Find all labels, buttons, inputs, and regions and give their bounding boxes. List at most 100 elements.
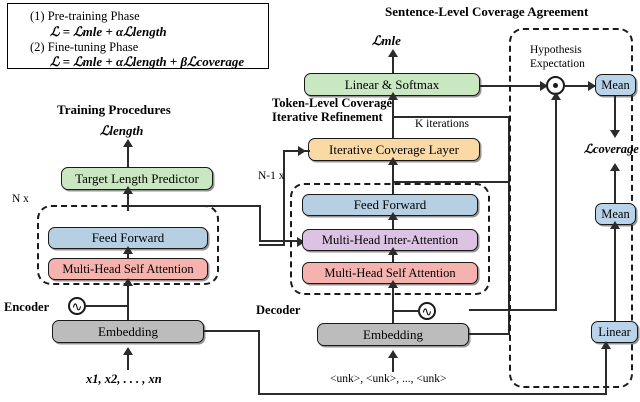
block-decoder-embedding[interactable]: Embedding [317,323,469,346]
block-encoder-self-attention[interactable]: Multi-Head Self Attention [48,258,208,280]
decoder-label: Decoder [256,303,301,317]
arrow-linear-meanbot-shaft [614,225,616,321]
arrow-dec-sa-inter-shaft [392,251,394,262]
loss-line-1: (1) Pre-training Phase [30,9,140,23]
title-sentence-level-coverage: Sentence-Level Coverage Agreement [385,4,589,19]
block-mean-top[interactable]: Mean [595,74,636,96]
block-label: Mean [601,206,630,221]
arrow-dec-inter-ff-head [388,212,398,220]
k-iter-bottom-h [392,181,510,183]
loss-definition-box: (1) Pre-training Phase ℒ = ℒmle + αℒleng… [7,3,269,69]
arrow-dec-emb-sa-head [388,280,398,288]
arrow-to-length-predictor-head [123,186,133,194]
title-token-level-line2: Iterative Refinement [272,110,383,124]
block-label: Multi-Head Self Attention [62,261,194,276]
arrow-enc-input-head [123,347,133,355]
block-label: Mean [601,77,630,92]
nminus1-loop-bottom-h [259,244,284,246]
arrow-dec-to-dot-head [551,92,561,100]
sine-wave-icon: ∿ [418,302,436,320]
arrow-enc-input-shaft [127,352,129,370]
enc-out-to-inter-h [259,240,299,242]
block-label: Target Length Predictor [75,170,199,186]
block-target-length-predictor[interactable]: Target Length Predictor [61,167,213,190]
block-linear-softmax[interactable]: Linear & Softmax [304,73,480,96]
arrow-enc-to-inter-head [297,237,305,247]
title-token-level-line1: Token-Level Coverage [272,96,393,110]
bottom-bus-line [258,393,607,395]
hypothesis-label-line1: Hypothesis [530,44,582,56]
arrow-linear-meanbot-head [610,221,620,229]
arrow-dot-to-mean-head [588,81,596,91]
title-training-procedures: Training Procedures [57,102,171,117]
enc-out-v [259,205,261,241]
arrow-length-head [123,139,133,147]
positional-link-decoder [392,310,420,312]
arrow-meanbot-cov-head [610,163,620,171]
encoder-label: Encoder [4,300,50,314]
block-label: Iterative Coverage Layer [329,141,459,157]
loss-length-label: ℒlength [100,123,144,138]
enc-emb-out-h [204,330,260,332]
arrow-enc-emb-sa-shaft [127,284,129,320]
encoder-input-tokens: x1, x2, . . . , xn [86,372,162,386]
arrow-dec-emb-sa-shaft [392,284,394,323]
block-label: Feed Forward [353,197,427,212]
arrow-mle-shaft [392,53,394,73]
hypothesis-label-line2: Expectation [530,58,585,70]
loss-line-2: ℒ = ℒmle + αℒlength [50,24,167,39]
arrow-icl-linear-head [388,92,398,100]
loss-line-4: ℒ = ℒmle + αℒlength + βℒcoverage [50,54,245,69]
arrow-ff-icl-shaft [392,161,394,197]
block-label: Embedding [98,323,158,339]
block-encoder-embedding[interactable]: Embedding [52,320,204,343]
block-linear[interactable]: Linear [591,321,638,343]
arrow-length-shaft [127,143,129,167]
block-label: Linear [598,324,631,339]
arrow-mle-head [388,49,398,57]
arrow-ff-icl-head [388,157,398,165]
loss-line-3: (2) Fine-tuning Phase [30,40,139,54]
enc-out-h [127,205,261,207]
decoder-stack-container [290,183,490,295]
softmax-out-h [480,85,548,87]
arrow-softmax-to-dot-head [540,81,548,91]
arrow-dec-sa-inter-head [388,247,398,255]
dec-to-dot-v [555,95,557,310]
positional-link-encoder [86,305,128,307]
arrow-dec-input-shaft [392,355,394,372]
decoder-stack-multiplier: N-1 x [258,170,285,182]
k-iter-top-h [392,116,510,118]
arrow-nminus1-head [298,146,306,156]
decoder-input-tokens: <unk>, <unk>, ..., <unk> [330,373,447,385]
block-iterative-coverage-layer[interactable]: Iterative Coverage Layer [308,138,480,161]
arrow-to-length-predictor-shaft [127,190,129,211]
arrow-enc-sa-ff-head [123,246,133,254]
arrow-meanbot-cov-shaft [614,167,616,203]
loss-mle-label: ℒmle [372,33,401,48]
enc-emb-out-v [258,330,260,395]
arrow-dec-inter-ff-shaft [392,216,394,229]
block-label: Feed Forward [91,230,165,245]
block-label: Embedding [363,326,423,342]
block-decoder-self-attention[interactable]: Multi-Head Self Attention [302,262,478,284]
nminus1-loop-top-h [283,150,310,152]
arrow-meantop-cov-head [610,130,620,138]
dec-emb-out-h [469,333,510,335]
arrow-enc-emb-sa-head [123,278,133,286]
block-inter-attention[interactable]: Multi-Head Inter-Attention [302,229,478,251]
arrow-bus-linear-shaft [605,345,607,393]
k-iterations-label: K iterations [415,118,469,130]
arrow-bus-linear-head [601,341,611,349]
nminus1-loop-v [283,150,285,246]
block-label: Multi-Head Self Attention [324,265,456,280]
arrow-meantop-cov-shaft [614,96,616,134]
dot-to-mean-h [565,85,596,87]
block-label: Multi-Head Inter-Attention [321,232,459,247]
arrow-dec-input-head [388,350,398,358]
block-label: Linear & Softmax [344,76,440,92]
block-decoder-feed-forward[interactable]: Feed Forward [302,194,478,216]
dec-to-dot-h [469,309,557,311]
sine-wave-icon: ∿ [68,297,86,315]
